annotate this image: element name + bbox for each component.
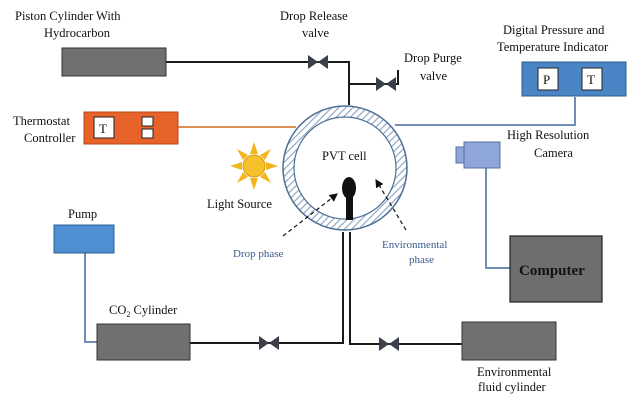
- temperature-display: [581, 67, 603, 91]
- pipe-co2-to-cell: [190, 232, 344, 344]
- environmental-phase-arrow: [375, 178, 407, 231]
- drop-release-valve-label-line1: Drop Release: [280, 9, 348, 23]
- cable-camera-to-computer: [485, 168, 510, 269]
- co2-cylinder: [96, 323, 191, 361]
- environmental-phase-label-line2: phase: [409, 254, 434, 266]
- piston-cylinder: [61, 47, 167, 77]
- thermostat-button-down: [141, 128, 154, 139]
- drop-shape: [342, 177, 356, 199]
- thermostat-label-line2: Controller: [24, 131, 76, 145]
- thermostat-label-line1: Thermostat: [13, 114, 70, 128]
- pvt-cell-label: PVT cell: [322, 149, 367, 163]
- pressure-display: [537, 67, 559, 91]
- pipe-piston-to-cell: [165, 61, 350, 105]
- pressure-display-letter: P: [543, 72, 550, 87]
- drop-phase-arrow: [282, 193, 338, 237]
- pipe-cell-to-indicator: [395, 97, 576, 126]
- piston-cylinder-label-line2: Hydrocarbon: [44, 26, 111, 40]
- temperature-display-letter: T: [587, 72, 595, 87]
- drop-phase-label: Drop phase: [233, 248, 284, 260]
- camera-label-line1: High Resolution: [507, 128, 590, 142]
- pipe-network: [84, 61, 576, 345]
- pipe-purge: [349, 70, 399, 85]
- pump-label: Pump: [68, 207, 97, 221]
- drop-purge-valve-label-line2: valve: [420, 69, 448, 83]
- piston-cylinder-label-line1: Piston Cylinder With: [15, 9, 121, 23]
- env-fluid-line-valve-icon: [379, 337, 399, 351]
- env-fluid-cylinder: [461, 321, 557, 361]
- drop-purge-valve-icon: [376, 77, 396, 91]
- pipe-cell-to-env-fluid: [349, 232, 462, 345]
- co2-label-suffix: Cylinder: [130, 303, 178, 317]
- pump-box: [53, 224, 115, 254]
- pipe-pump-to-co2: [84, 253, 97, 343]
- co2-cylinder-label: CO2 Cylinder: [109, 303, 178, 319]
- indicator-label-line2: Temperature Indicator: [497, 40, 609, 54]
- drop-release-valve-label-line2: valve: [302, 26, 330, 40]
- co2-label-subscript: 2: [126, 310, 130, 319]
- thermostat-display: [93, 116, 115, 139]
- sun-icon: [230, 142, 278, 190]
- environmental-phase-label-line1: Environmental: [382, 239, 447, 251]
- co2-line-valve-icon: [259, 336, 279, 350]
- computer-box: [509, 235, 603, 303]
- co2-label-prefix: CO: [109, 303, 126, 317]
- light-source-label: Light Source: [207, 197, 272, 211]
- drop-needle: [346, 196, 353, 220]
- camera-label-line2: Camera: [534, 146, 573, 160]
- indicator-label-line1: Digital Pressure and: [503, 23, 605, 37]
- thermostat-display-letter: T: [99, 121, 107, 136]
- drop-release-valve-icon: [308, 55, 328, 69]
- env-fluid-label-line1: Environmental: [477, 365, 552, 379]
- env-fluid-label-line2: fluid cylinder: [478, 380, 547, 394]
- drop-purge-valve-label-line1: Drop Purge: [404, 51, 462, 65]
- thermostat-button-up: [141, 116, 154, 127]
- camera-body: [463, 141, 501, 169]
- computer-label: Computer: [519, 263, 585, 279]
- pvt-cell-inner: [293, 116, 397, 220]
